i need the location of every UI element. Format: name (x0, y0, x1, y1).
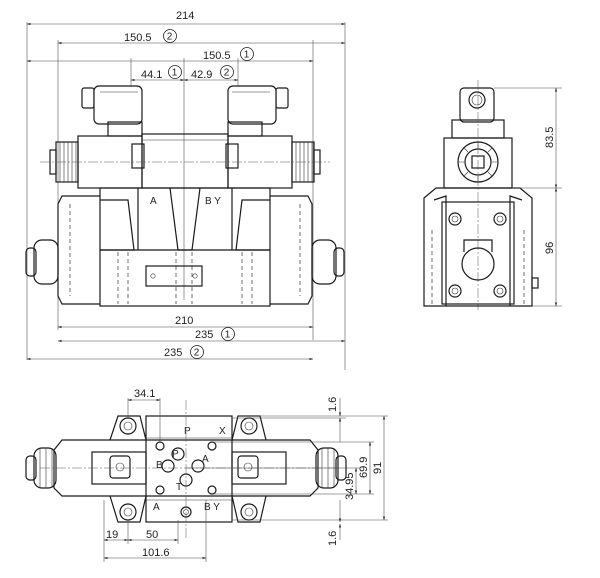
dim-96: 96 (544, 242, 556, 254)
port-label-p-pattern: P (172, 449, 179, 460)
marker-2: 2 (167, 32, 173, 43)
port-label-x: X (219, 426, 226, 437)
port-label-a-left: A (153, 502, 160, 513)
marker-circle (221, 327, 235, 341)
dim-1-6-top: 1.6 (327, 397, 339, 412)
dim-42-9: 42.9 (191, 69, 212, 81)
marker-2: 2 (224, 68, 230, 79)
port-label-b-pattern: B (156, 460, 163, 471)
dim-150-5-a: 150.5 (124, 32, 152, 44)
port-label-a-pattern: A (202, 454, 209, 465)
marker-circle (168, 65, 182, 79)
marker-2: 2 (194, 348, 200, 359)
front-view: 214 150.5 2 150.5 1 44.1 1 42.9 2 (25, 10, 346, 370)
port-label-by: B Y (205, 196, 221, 207)
port-label-t-pattern: T (176, 482, 182, 493)
marker-circle (220, 65, 234, 79)
dim-50: 50 (146, 529, 158, 541)
dim-83-5: 83.5 (544, 127, 556, 148)
port-label-by: B Y (204, 502, 220, 513)
marker-1: 1 (244, 50, 250, 61)
dim-210: 210 (175, 315, 193, 327)
dim-34-95: 34.95 (344, 472, 356, 500)
dim-101-6: 101.6 (142, 547, 170, 559)
dim-34-1: 34.1 (134, 388, 155, 400)
side-view: 83.5 96 (423, 80, 562, 310)
dim-1-6-bottom: 1.6 (327, 531, 339, 546)
marker-circle (190, 345, 204, 359)
dim-235-b: 235 (164, 347, 182, 359)
dim-214: 214 (176, 10, 194, 22)
port-label-p: P (184, 426, 191, 437)
marker-circle (163, 29, 177, 43)
dim-150-5-b: 150.5 (203, 50, 231, 62)
dim-44-1: 44.1 (141, 69, 162, 81)
marker-circle (240, 47, 254, 61)
dim-235-a: 235 (195, 329, 213, 341)
port-label-a: A (150, 196, 157, 207)
dim-91: 91 (372, 462, 384, 474)
marker-1: 1 (225, 330, 231, 341)
dim-69-9: 69.9 (358, 457, 370, 478)
bottom-view: P X A B Y B P A T 34.1 1.6 34.95 69.9 91… (25, 388, 388, 562)
marker-1: 1 (172, 68, 178, 79)
dim-19: 19 (106, 529, 118, 541)
